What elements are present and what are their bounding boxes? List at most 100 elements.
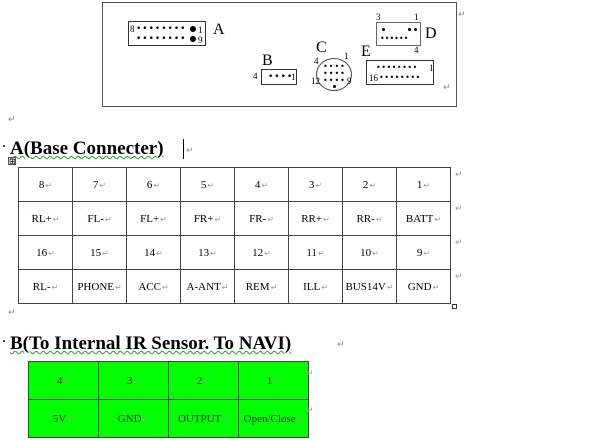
cell-end-mark: ↵: [434, 214, 442, 224]
cell-end-mark: ↵: [423, 248, 431, 258]
cell-text: BATT: [405, 212, 434, 225]
pin-dots: ••••••••: [376, 63, 418, 72]
table-cell[interactable]: 2↵: [342, 167, 397, 202]
connector-diagram: 8 •••••••• 1 •••••••• 9 A B 4 •••• 1 C 1…: [102, 2, 457, 107]
heading-bullet: ·: [2, 334, 7, 348]
cell-end-mark: ↵: [45, 180, 53, 190]
table-cell[interactable]: 7↵: [72, 167, 127, 202]
table-cell[interactable]: RR-↵: [342, 201, 397, 236]
table-cell[interactable]: OUTPUT↵: [168, 399, 239, 438]
table-cell[interactable]: 6↵: [126, 167, 181, 202]
connector-e: •••••••• 1 16 ••••••••: [366, 60, 434, 85]
pin-dot: [382, 28, 385, 31]
cell-end-mark: ↵: [99, 180, 107, 190]
table-cell[interactable]: 9↵: [396, 235, 451, 270]
table-cell[interactable]: 13↵: [180, 235, 235, 270]
pin-label: 1: [429, 63, 434, 73]
pin-dots: ••••: [323, 76, 346, 85]
cell-end-mark: ↵: [315, 180, 323, 190]
pin-label: 9: [198, 35, 203, 45]
table-cell[interactable]: 4↵: [28, 361, 99, 400]
cell-end-mark: ↵: [67, 414, 75, 424]
table-cell[interactable]: 12↵: [234, 235, 289, 270]
table-cell[interactable]: 1↵: [238, 361, 309, 400]
table-cell[interactable]: FR+↵: [180, 201, 235, 236]
cell-text: 13: [198, 246, 210, 259]
cell-end-mark: ↵: [104, 214, 112, 224]
table-cell[interactable]: PHONE↵: [72, 269, 127, 304]
table-cell[interactable]: ILL↵: [288, 269, 343, 304]
cell-end-mark: ↵: [142, 414, 150, 424]
cell-text: 2: [196, 374, 203, 387]
cell-end-mark: ↵: [273, 376, 281, 386]
table-cell[interactable]: 11↵: [288, 235, 343, 270]
table-cell[interactable]: 5↵: [180, 167, 235, 202]
cell-end-mark: ↵: [160, 214, 167, 224]
table-cell[interactable]: 16↵: [18, 235, 73, 270]
cell-end-mark: ↵: [203, 376, 211, 386]
pin-label: 4: [414, 45, 419, 55]
cell-text: GND: [407, 280, 432, 293]
table-cell[interactable]: BUS14V↵: [342, 269, 397, 304]
table-move-handle[interactable]: ⊞: [8, 157, 16, 166]
cell-text: A-ANT: [186, 280, 221, 293]
table-cell[interactable]: 10↵: [342, 235, 397, 270]
table-cell[interactable]: REM↵: [234, 269, 289, 304]
table-cell[interactable]: GND↵: [396, 269, 451, 304]
pin-dots: ••••: [323, 62, 346, 71]
table-cell[interactable]: RR+↵: [288, 201, 343, 236]
text-cursor: [183, 139, 184, 159]
cell-text: 6: [146, 178, 153, 191]
table-cell[interactable]: GND↵: [98, 399, 169, 438]
connector-b: •••• 1: [261, 69, 297, 85]
cell-end-mark: ↵: [261, 180, 269, 190]
cell-text: RR+: [301, 212, 323, 225]
cell-text: 14: [144, 246, 156, 259]
table-cell[interactable]: 1↵: [396, 167, 451, 202]
cell-end-mark: ↵: [52, 214, 60, 224]
pin-dot: [190, 26, 196, 32]
pin-label: 1: [414, 12, 419, 22]
table-cell[interactable]: 2↵: [168, 361, 239, 400]
row-end-mark: ↵: [306, 406, 314, 416]
cell-end-mark: ↵: [221, 282, 229, 292]
section-a-heading[interactable]: A(Base Connecter): [10, 138, 164, 160]
cell-end-mark: ↵: [51, 282, 59, 292]
cell-text: 1: [266, 374, 273, 387]
table-cell[interactable]: 5V↵: [28, 399, 99, 438]
cell-text: OUTPUT: [177, 412, 222, 425]
table-cell[interactable]: RL+↵: [18, 201, 73, 236]
row-end-mark: ↵: [306, 369, 314, 379]
cell-end-mark: ↵: [372, 248, 379, 258]
cell-text: ILL: [303, 280, 321, 293]
table-cell[interactable]: 4↵: [234, 167, 289, 202]
table-cell[interactable]: 8↵: [18, 167, 73, 202]
table-cell[interactable]: ACC↵: [126, 269, 181, 304]
table-cell[interactable]: BATT↵: [396, 201, 451, 236]
table-cell[interactable]: FL-↵: [72, 201, 127, 236]
connector-d-label: D: [425, 25, 437, 42]
table-resize-handle[interactable]: [452, 304, 457, 309]
heading-bullet: ·: [2, 139, 7, 153]
table-cell[interactable]: Open/Close↵: [238, 399, 309, 438]
table-cell[interactable]: FR-↵: [234, 201, 289, 236]
table-cell[interactable]: RL-↵: [18, 269, 73, 304]
cell-text: 11: [306, 246, 317, 259]
cell-text: 3: [308, 178, 315, 191]
cell-end-mark: ↵: [317, 248, 325, 258]
table-cell[interactable]: 14↵: [126, 235, 181, 270]
cell-end-mark: ↵: [102, 248, 109, 258]
table-cell[interactable]: A-ANT↵: [180, 269, 235, 304]
pin-label: 9: [347, 76, 352, 86]
cell-text: BUS14V: [345, 280, 386, 293]
paragraph-mark: ↵: [8, 115, 16, 125]
section-b-heading[interactable]: B(To Internal IR Sensor. To NAVI): [10, 333, 291, 355]
connector-b-label: B: [262, 52, 273, 69]
table-cell[interactable]: FL+↵: [126, 201, 181, 236]
pin-dots: ••••••••: [379, 73, 421, 82]
table-cell[interactable]: 3↵: [288, 167, 343, 202]
table-cell[interactable]: 3↵: [98, 361, 169, 400]
cell-text: 3: [126, 374, 133, 387]
cell-end-mark: ↵: [48, 248, 55, 258]
table-cell[interactable]: 15↵: [72, 235, 127, 270]
